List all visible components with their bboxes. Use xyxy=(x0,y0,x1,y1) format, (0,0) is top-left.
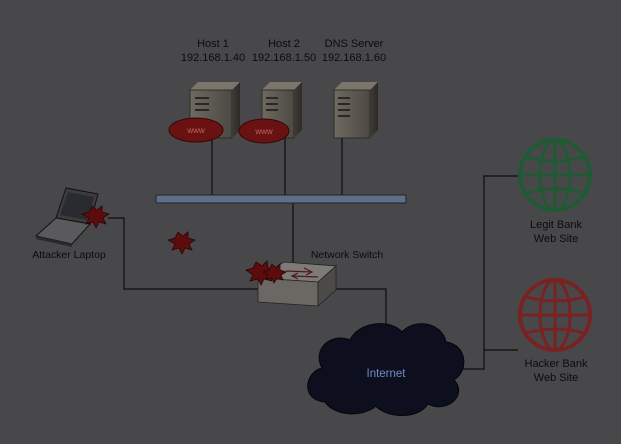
splat-icon xyxy=(166,231,196,255)
legit-site-link xyxy=(462,175,518,370)
splat-icon xyxy=(80,205,110,229)
dns-server-name: DNS Server xyxy=(325,38,384,50)
hacker-bank-site[interactable]: Hacker Bank Web Site xyxy=(518,278,592,384)
switch-internet-link xyxy=(325,288,387,330)
legit-bank-label-line1: Legit Bank xyxy=(530,219,582,231)
host1-ip: 192.168.1.40 xyxy=(181,52,245,64)
splat-icon xyxy=(262,263,287,284)
legit-bank-label-line2: Web Site xyxy=(534,233,578,245)
host2-server[interactable]: www Host 2 192.168.1.50 xyxy=(238,38,316,144)
server-icon xyxy=(333,82,378,139)
attacker-link xyxy=(108,217,258,290)
globe-icon xyxy=(518,278,592,352)
network-switch-label: Network Switch xyxy=(311,249,384,261)
www-badge: www xyxy=(168,117,224,143)
attack-markers xyxy=(80,205,287,286)
host2-ip: 192.168.1.50 xyxy=(252,52,316,64)
dns-server[interactable]: DNS Server 192.168.1.60 xyxy=(322,38,386,139)
host2-name: Host 2 xyxy=(268,38,300,50)
host1-name: Host 1 xyxy=(197,38,229,50)
www-badge: www xyxy=(238,118,290,144)
internet-cloud[interactable]: Internet xyxy=(307,323,465,416)
attacker-laptop-label: Attacker Laptop xyxy=(32,249,106,261)
connection-lines xyxy=(108,138,518,370)
svg-text:www: www xyxy=(254,127,273,136)
svg-text:www: www xyxy=(186,126,205,135)
legit-bank-site[interactable]: Legit Bank Web Site xyxy=(518,138,592,245)
globe-icon xyxy=(518,138,592,212)
hacker-bank-label-line2: Web Site xyxy=(534,372,578,384)
internet-label: Internet xyxy=(367,368,407,380)
dns-server-ip: 192.168.1.60 xyxy=(322,52,386,64)
host1-server[interactable]: www Host 1 192.168.1.40 xyxy=(168,38,245,143)
cloud-icon xyxy=(307,323,465,416)
network-bus xyxy=(155,194,407,204)
hacker-bank-label-line1: Hacker Bank xyxy=(525,358,588,370)
